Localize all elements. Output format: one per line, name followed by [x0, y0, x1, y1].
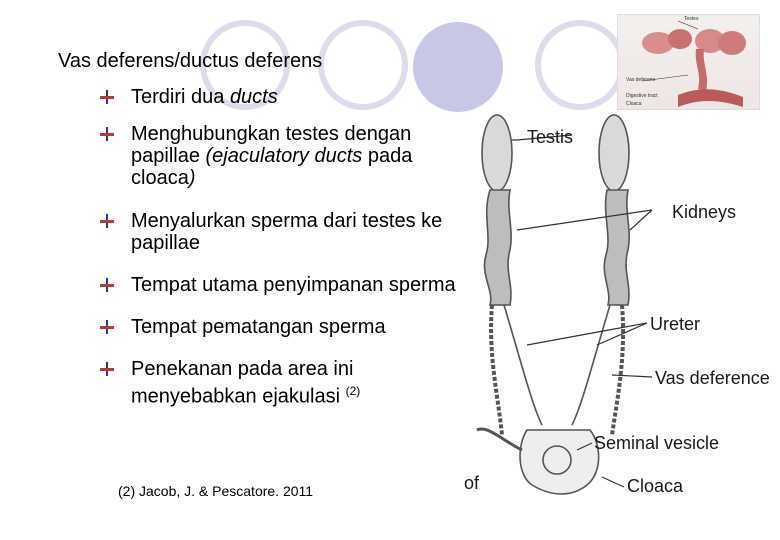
bullet-text: pada cloaca [131, 145, 413, 189]
specimen-photo: Testes Vas deferens Digestive tract Cloa… [617, 14, 760, 110]
bullet-list: Terdiri dua ducts Menghubungkan testes d… [100, 86, 480, 408]
slide-title: Vas deferens/ductus deferens [58, 50, 323, 72]
photo-label-digestive: Digestive tract [626, 93, 658, 99]
diagram-label-fragment: of [464, 473, 480, 493]
reference-footnote: (2) Jacob, J. & Pescatore. 2011 [118, 483, 314, 499]
bullet-text: Tempat pematangan sperma [131, 316, 386, 338]
bullet-text-italic: ) [188, 167, 196, 189]
citation-superscript: (2) [345, 384, 361, 398]
bullet-text: Menghubungkan testes dengan papillae [131, 123, 412, 167]
bullet-item: Terdiri dua ducts [100, 86, 480, 108]
photo-label-vas-deferens: Vas deferens [626, 77, 656, 83]
bullet-marker-icon [100, 320, 114, 334]
decorative-ring [200, 20, 290, 110]
bullet-item: Menyalurkan sperma dari testes ke papill… [100, 210, 480, 254]
bullet-item: Menghubungkan testes dengan papillae (ej… [100, 123, 480, 189]
bullet-text: Tempat utama penyimpanan sperma [131, 274, 456, 296]
decorative-ring [318, 20, 408, 110]
bullet-text: Penekanan pada area ini menyebabkan ejak… [131, 358, 354, 408]
bullet-item: Tempat utama penyimpanan sperma [100, 274, 480, 296]
bullet-item: Tempat pematangan sperma [100, 316, 480, 338]
bullet-text-italic: ducts [229, 86, 278, 108]
bullet-marker-icon [100, 127, 114, 141]
bullet-marker-icon [100, 278, 114, 292]
bullet-marker-icon [100, 214, 114, 228]
specimen-photo-image [641, 20, 746, 107]
diagram-label-seminal-vesicle: Seminal vesicle [594, 433, 720, 453]
diagram-label-kidneys: Kidneys [672, 202, 737, 222]
photo-label-testes: Testes [684, 16, 699, 22]
bullet-text-italic: (ejaculatory ducts [205, 145, 363, 167]
bullet-marker-icon [100, 90, 114, 104]
diagram-label-vas-deference: Vas deference [655, 368, 770, 388]
diagram-label-testis: Testis [527, 127, 574, 147]
photo-label-cloaca: Cloaca [626, 101, 642, 107]
bullet-text: Terdiri dua [131, 86, 230, 108]
diagram-label-ureter: Ureter [650, 314, 701, 334]
bullet-marker-icon [100, 362, 114, 376]
diagram-label-cloaca: Cloaca [627, 476, 684, 496]
bullet-item: Penekanan pada area ini menyebabkan ejak… [100, 358, 480, 408]
decorative-ring [413, 22, 503, 112]
reproductive-tract-diagram: Testis Kidneys Ureter Vas deference Semi… [462, 105, 780, 525]
bullet-text: Menyalurkan sperma dari testes ke papill… [131, 210, 443, 254]
decorative-ring [535, 20, 625, 110]
diagram-illustration [476, 114, 653, 495]
